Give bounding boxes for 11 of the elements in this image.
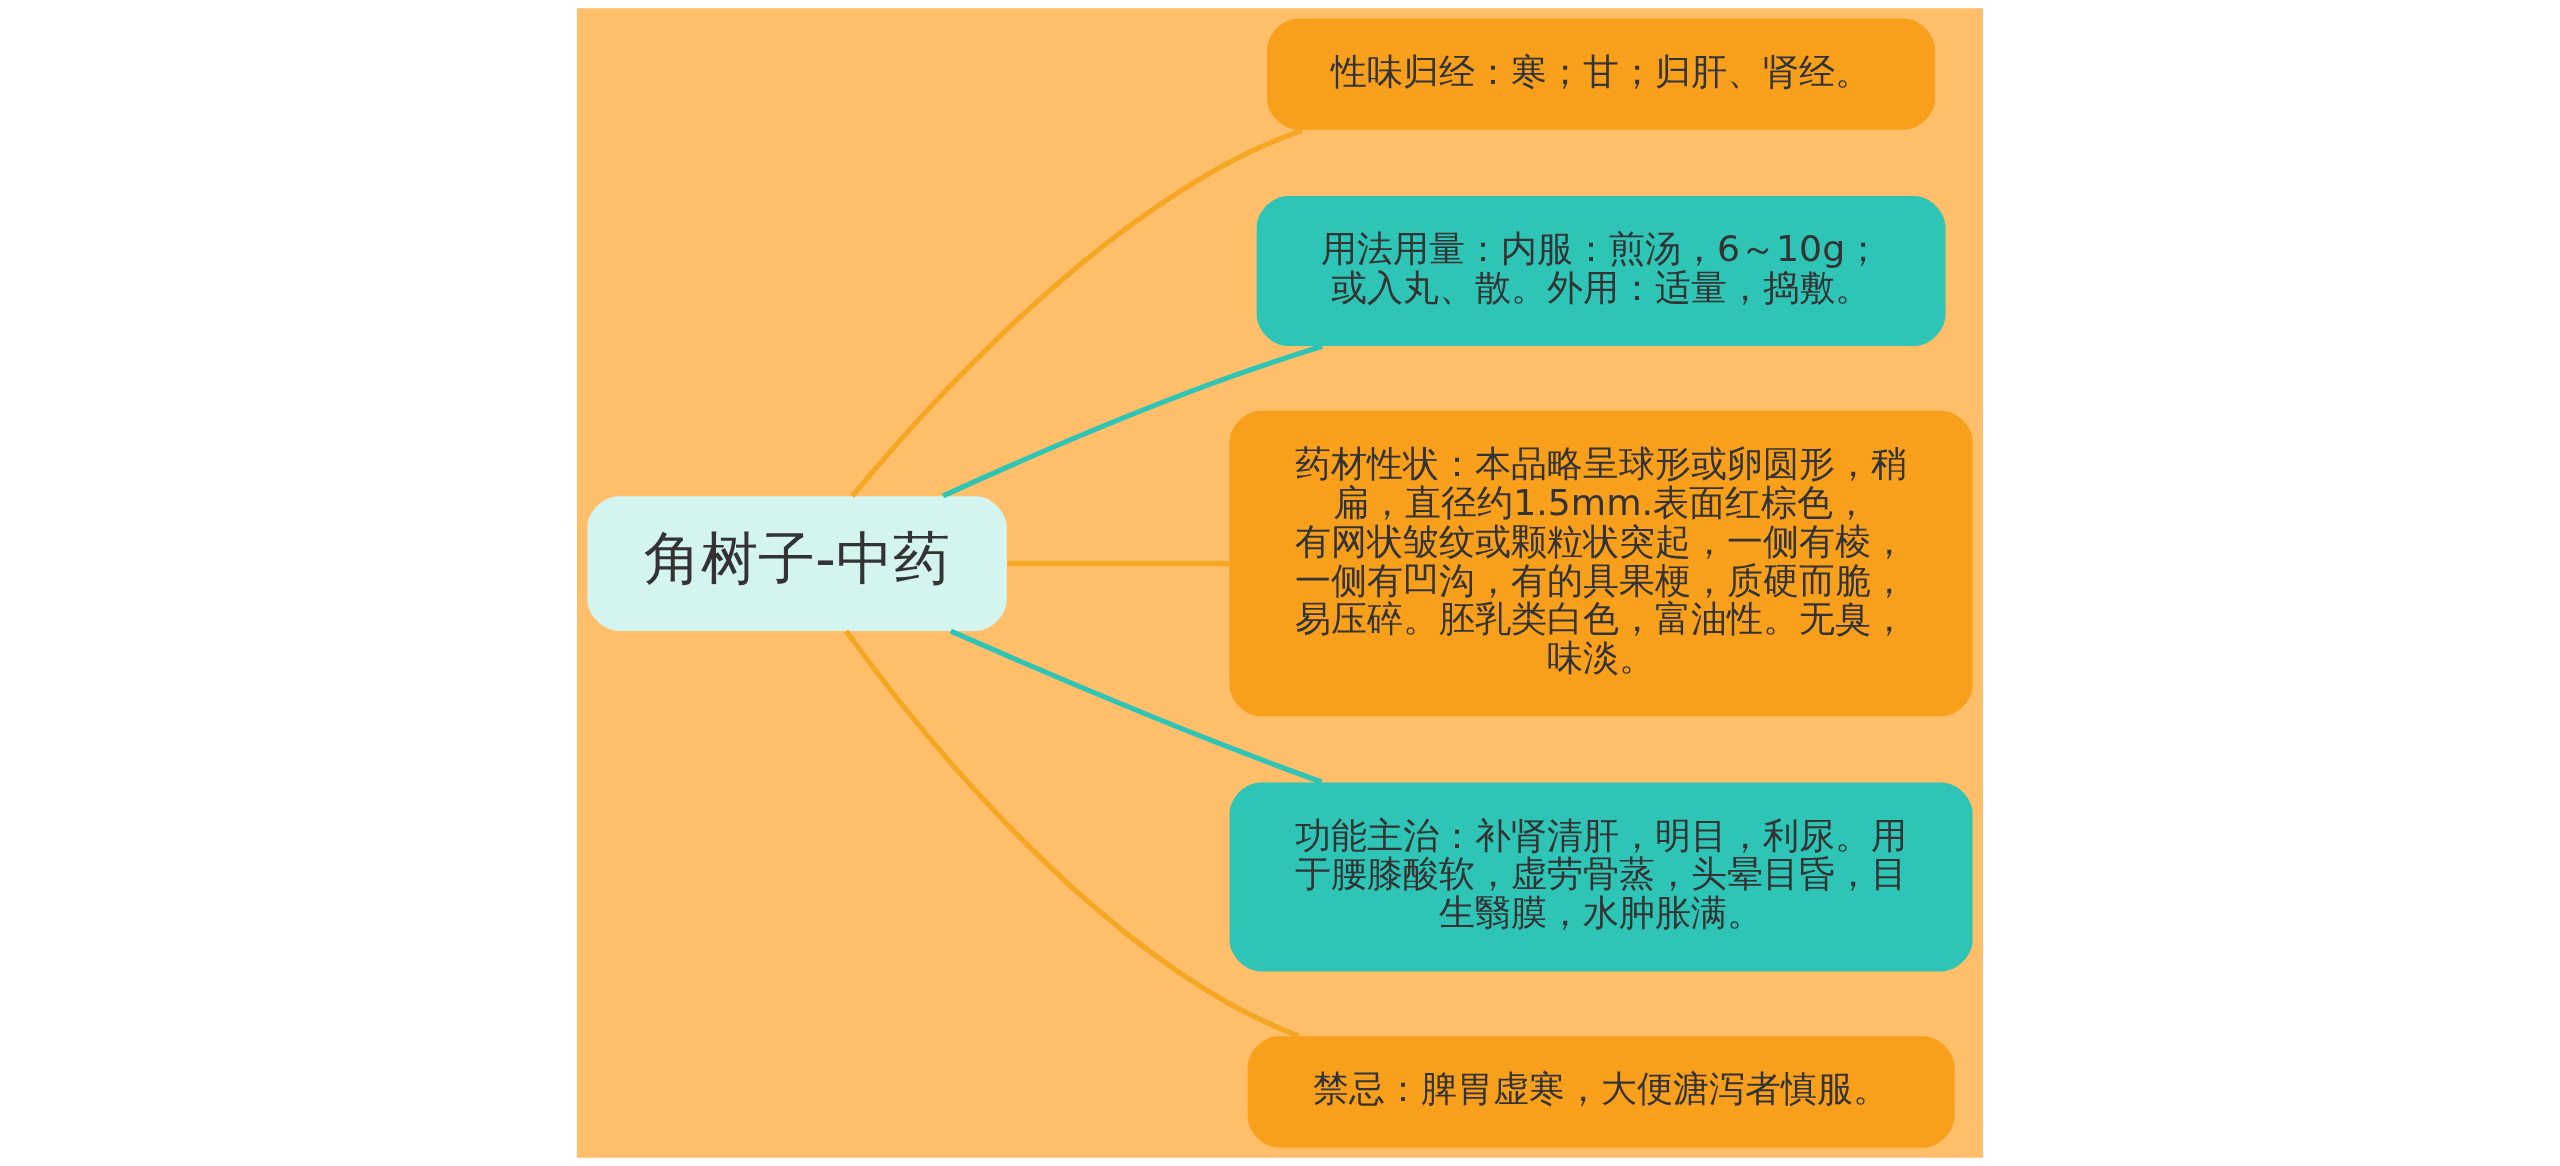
- connector: [949, 628, 1323, 785]
- connector: [1007, 561, 1230, 567]
- connector: [843, 629, 1300, 1039]
- node-box: 药材性状：本品略呈球形或卵圆形，稍扁，直径约1.5mm.表面红棕色，有网状皱纹或颗粒状突起，一侧有棱，一侧有凹沟，有的具果梗，质硬而脆，易压碎。胚乳类白色，富油性。无臭，味淡。: [1229, 410, 1973, 717]
- connector: [850, 127, 1304, 498]
- node-box: 用法用量：内服：煎汤，6～10g；或入丸、散。外用：适量，捣敷。: [1256, 195, 1946, 347]
- node-box: 禁忌：脾胃虚寒，大便溏泻者慎服。: [1247, 1036, 1955, 1148]
- node-box: 功能主治：补肾清肝，明目，利尿。用于腰膝酸软，虚劳骨蒸，头晕目昏，目生翳膜，水肿胀满。: [1229, 782, 1973, 972]
- node-box: 性味归经：寒；甘；归肝、肾经。: [1267, 18, 1936, 130]
- connector: [942, 343, 1323, 499]
- node-box: 角树子-中药: [587, 496, 1007, 631]
